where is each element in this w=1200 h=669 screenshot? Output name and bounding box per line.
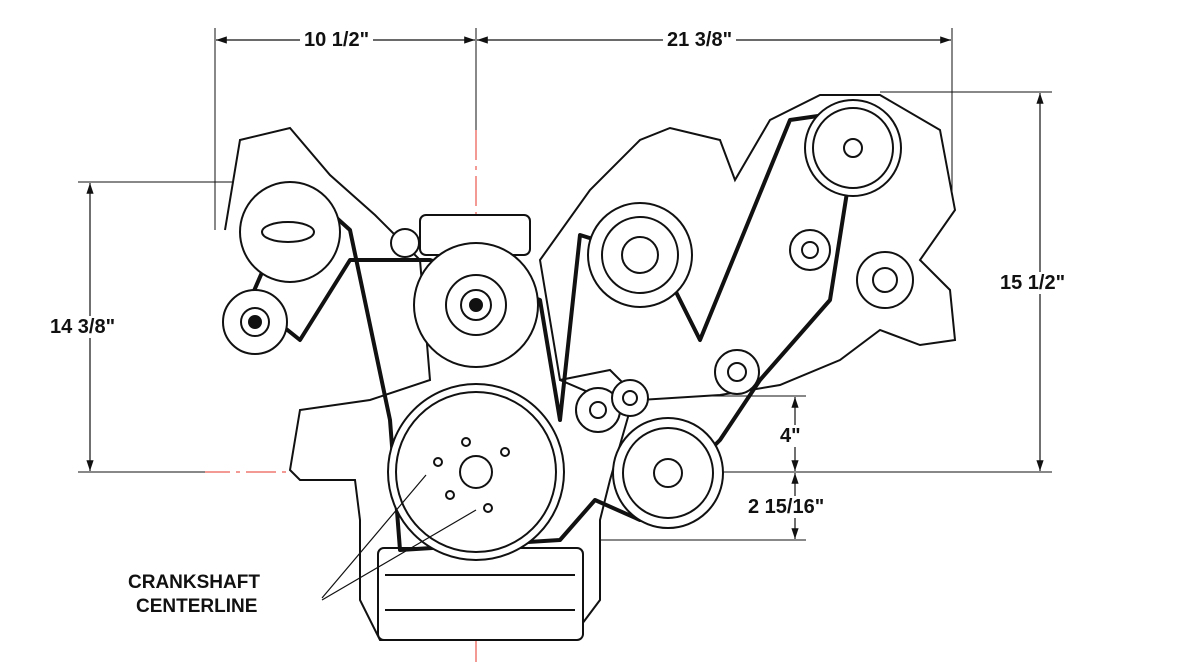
sensor xyxy=(390,228,420,258)
alternator-pulley xyxy=(239,181,341,283)
water-pump-pulley xyxy=(413,242,539,368)
extension-lines xyxy=(78,28,1052,541)
callout-line-2: CENTERLINE xyxy=(136,596,258,617)
power-steering-pulley xyxy=(587,202,693,308)
callout-leaders xyxy=(321,474,477,601)
idler-pulley-bracket xyxy=(714,349,760,395)
idler-pulley-left xyxy=(222,289,288,355)
pulleys xyxy=(222,99,914,561)
idler-pulley-mid xyxy=(611,379,649,417)
upper-right-pulley xyxy=(804,99,902,197)
dim-top-right: 21 3/8" xyxy=(663,29,737,51)
dim-right-height: 15 1/2" xyxy=(996,272,1070,294)
oil-pan xyxy=(377,547,584,641)
crank-pulley xyxy=(387,383,565,561)
dim-crank-to-idler: 4" xyxy=(776,425,805,447)
callout-line-1: CRANKSHAFT xyxy=(128,572,260,593)
idler-pulley-upper xyxy=(789,229,831,271)
dim-crank-to-bottom: 2 15/16" xyxy=(744,496,829,518)
tensioner-pulley xyxy=(612,417,724,529)
crankshaft-centerline-label: CRANKSHAFT CENTERLINE xyxy=(128,571,260,619)
dim-top-left: 10 1/2" xyxy=(300,29,374,51)
idler-pulley-right xyxy=(856,251,914,309)
dim-left-height: 14 3/8" xyxy=(46,316,120,338)
